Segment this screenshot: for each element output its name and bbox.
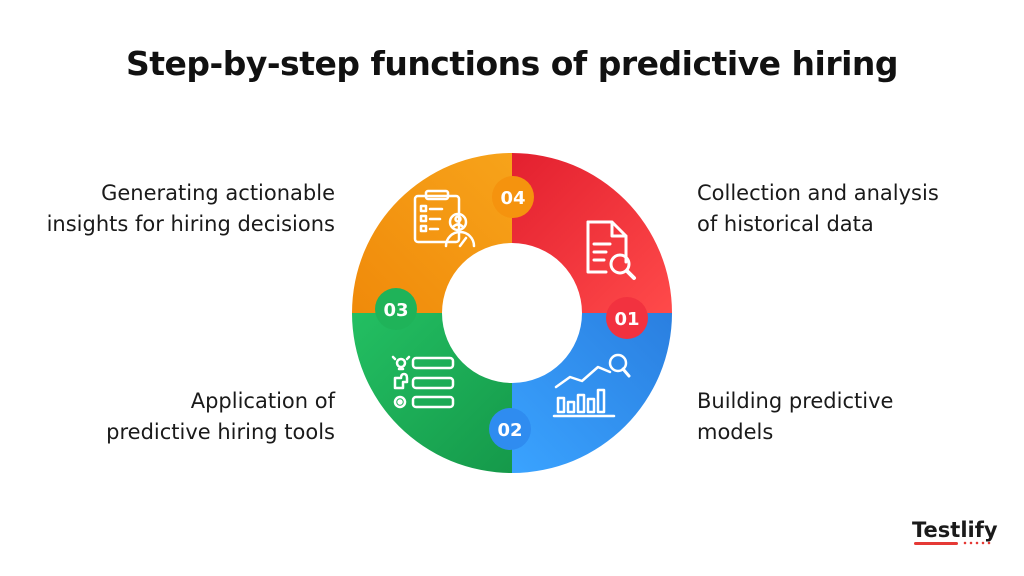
step-1-label-line2: of historical data xyxy=(697,212,874,236)
brand-dots xyxy=(962,541,992,545)
step-3-label: Application of predictive hiring tools xyxy=(20,386,335,448)
step-2-label-line2: models xyxy=(697,420,774,444)
segment-02 xyxy=(512,313,672,473)
brand-underline xyxy=(914,542,958,545)
step-03-number: 03 xyxy=(383,300,408,321)
segment-03 xyxy=(352,313,512,473)
step-3-label-line2: predictive hiring tools xyxy=(106,420,335,444)
step-4-label-line2: insights for hiring decisions xyxy=(46,212,335,236)
segment-04 xyxy=(352,153,512,313)
step-01-badge xyxy=(606,297,648,339)
brand-logo: Testlify xyxy=(912,518,998,542)
step-2-label: Building predictive models xyxy=(697,386,1007,448)
step-1-label: Collection and analysis of historical da… xyxy=(697,178,1007,240)
bar-chart-trend-icon xyxy=(552,353,631,418)
step-3-label-line1: Application of xyxy=(190,389,335,413)
step-04-badge xyxy=(492,176,534,218)
step-02-badge xyxy=(489,408,531,450)
step-4-label: Generating actionable insights for hirin… xyxy=(20,178,335,240)
tools-list-icon xyxy=(391,355,455,409)
step-4-label-line1: Generating actionable xyxy=(101,181,335,205)
document-search-icon xyxy=(586,220,636,280)
step-01-number: 01 xyxy=(614,309,639,330)
page-title: Step-by-step functions of predictive hir… xyxy=(125,44,899,83)
segment-01 xyxy=(512,153,672,313)
step-1-label-line1: Collection and analysis xyxy=(697,181,939,205)
clipboard-insights-icon xyxy=(413,189,476,248)
step-04-number: 04 xyxy=(500,188,525,209)
step-02-number: 02 xyxy=(497,420,522,441)
step-03-badge xyxy=(375,288,417,330)
step-2-label-line1: Building predictive xyxy=(697,389,894,413)
